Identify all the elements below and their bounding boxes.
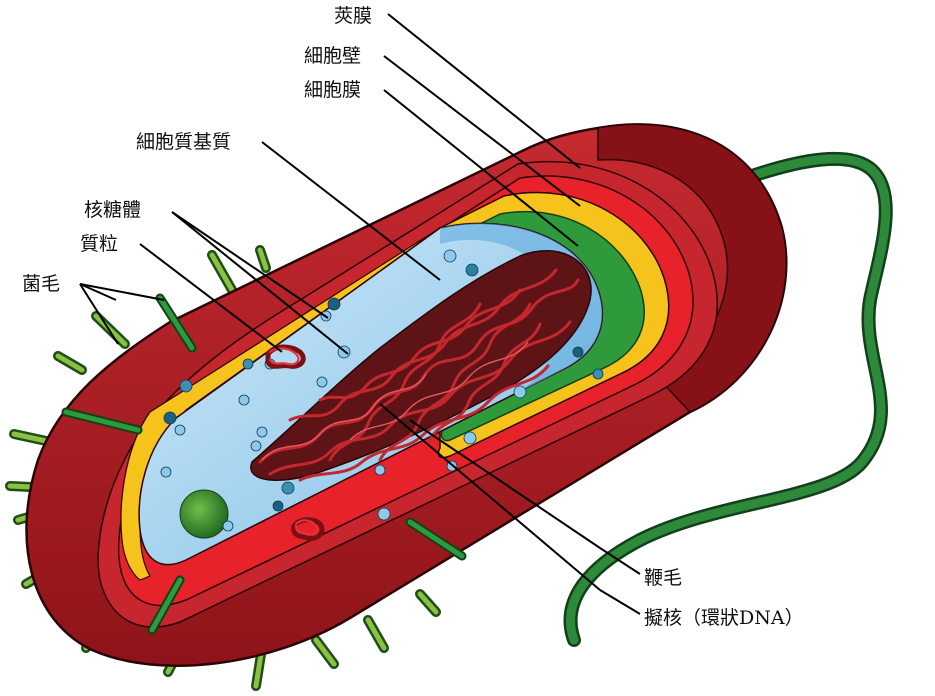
pili-bases: [61, 293, 467, 635]
ribosomes: [160, 249, 604, 532]
label-ribosome: 核糖體: [84, 199, 141, 221]
label-capsule: 莢膜: [334, 5, 372, 27]
label-pili: 菌毛: [22, 273, 60, 295]
plasmids: [265, 344, 325, 541]
label-nucleoid: 擬核（環狀DNA）: [644, 607, 804, 629]
label-cell-wall: 細胞壁: [304, 45, 361, 67]
storage-granule: [179, 489, 229, 539]
leader-lines: [79, 13, 641, 615]
label-flagellum: 鞭毛: [644, 567, 682, 589]
label-cell-membrane: 細胞膜: [304, 79, 361, 101]
label-cytoplasm: 細胞質基質: [136, 131, 231, 153]
label-plasmid: 質粒: [80, 233, 118, 255]
nucleoid: [250, 250, 592, 482]
